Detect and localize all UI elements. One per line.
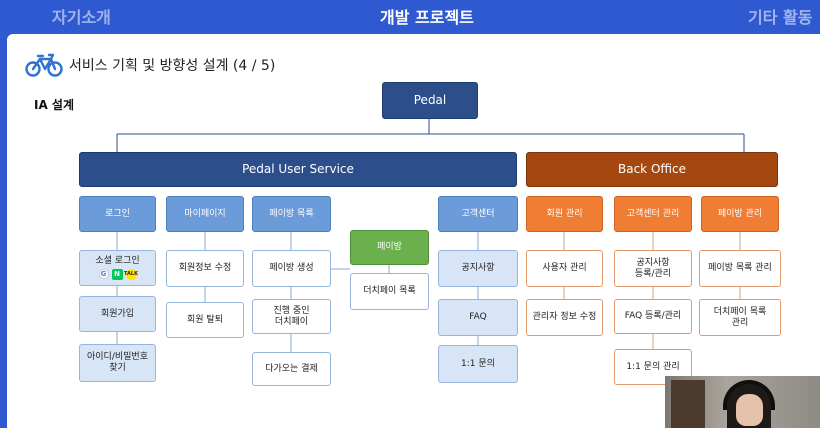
top-navigation: 자기소개 개발 프로젝트 기타 활동 — [0, 0, 820, 30]
ia-payroom-list-header: 페이방 목록 — [252, 196, 331, 232]
ia-mypage-header: 마이페이지 — [166, 196, 244, 232]
ia-create-payroom: 페이방 생성 — [252, 250, 331, 287]
bicycle-icon — [25, 53, 63, 77]
ia-faq: FAQ — [438, 299, 518, 336]
ia-one-to-one-inquiry: 1:1 문의 — [438, 345, 518, 383]
ia-user-mgmt: 사용자 관리 — [526, 250, 603, 287]
ia-cs-mgmt-header: 고객센터 관리 — [614, 196, 692, 232]
ia-edit-member-info: 회원정보 수정 — [166, 250, 244, 287]
kakao-icon[interactable]: TALK — [124, 269, 138, 280]
nav-other-activities[interactable]: 기타 활동 — [748, 8, 813, 27]
ia-pedal-user-service: Pedal User Service — [79, 152, 517, 187]
ia-back-office: Back Office — [526, 152, 778, 187]
nav-about-me[interactable]: 자기소개 — [52, 8, 111, 27]
section-label: IA 설계 — [34, 98, 75, 112]
ia-notice-register-mgmt: 공지사항 등록/관리 — [614, 250, 692, 287]
ia-ongoing-dutchpay: 진행 중인 더치페이 — [252, 299, 331, 334]
slide-panel: 서비스 기획 및 방향성 설계 (4 / 5) IA 설계 — [7, 34, 820, 428]
ia-signup: 회원가입 — [79, 296, 156, 332]
ia-find-id-password: 아이디/비밀번호 찾기 — [79, 344, 156, 382]
slide-title: 서비스 기획 및 방향성 설계 (4 / 5) — [69, 58, 276, 74]
naver-icon[interactable]: N — [111, 269, 123, 280]
ia-faq-register-mgmt: FAQ 등록/관리 — [614, 299, 692, 334]
nav-dev-projects[interactable]: 개발 프로젝트 — [380, 8, 474, 27]
ia-withdraw: 회원 탈퇴 — [166, 302, 244, 338]
ia-payroom-header: 페이방 — [350, 230, 429, 265]
webcam-overlay — [665, 376, 820, 428]
ia-social-login: 소셜 로그인 G N TALK — [79, 250, 156, 286]
ia-admin-info-edit: 관리자 정보 수정 — [526, 299, 603, 336]
social-login-label: 소셜 로그인 — [95, 256, 140, 266]
ia-login-header: 로그인 — [79, 196, 156, 232]
ia-dutchpay-list: 더치페이 목록 — [350, 273, 429, 310]
ia-upcoming-payment: 다가오는 결제 — [252, 352, 331, 386]
ia-payroom-mgmt-header: 페이방 관리 — [701, 196, 779, 232]
google-icon[interactable]: G — [98, 269, 109, 279]
headset-icon — [723, 380, 775, 410]
ia-root-pedal: Pedal — [382, 82, 478, 119]
ia-inquiry-mgmt: 1:1 문의 관리 — [614, 349, 692, 385]
ia-customer-center-header: 고객센터 — [438, 196, 518, 232]
tree-connectors — [116, 119, 745, 352]
ia-notice: 공지사항 — [438, 250, 518, 287]
social-login-icons: G N TALK — [98, 269, 138, 280]
ia-dutchpay-list-mgmt: 더치페이 목록 관리 — [699, 299, 781, 336]
ia-payroom-list-mgmt: 페이방 목록 관리 — [699, 250, 781, 287]
ia-member-mgmt-header: 회원 관리 — [526, 196, 603, 232]
